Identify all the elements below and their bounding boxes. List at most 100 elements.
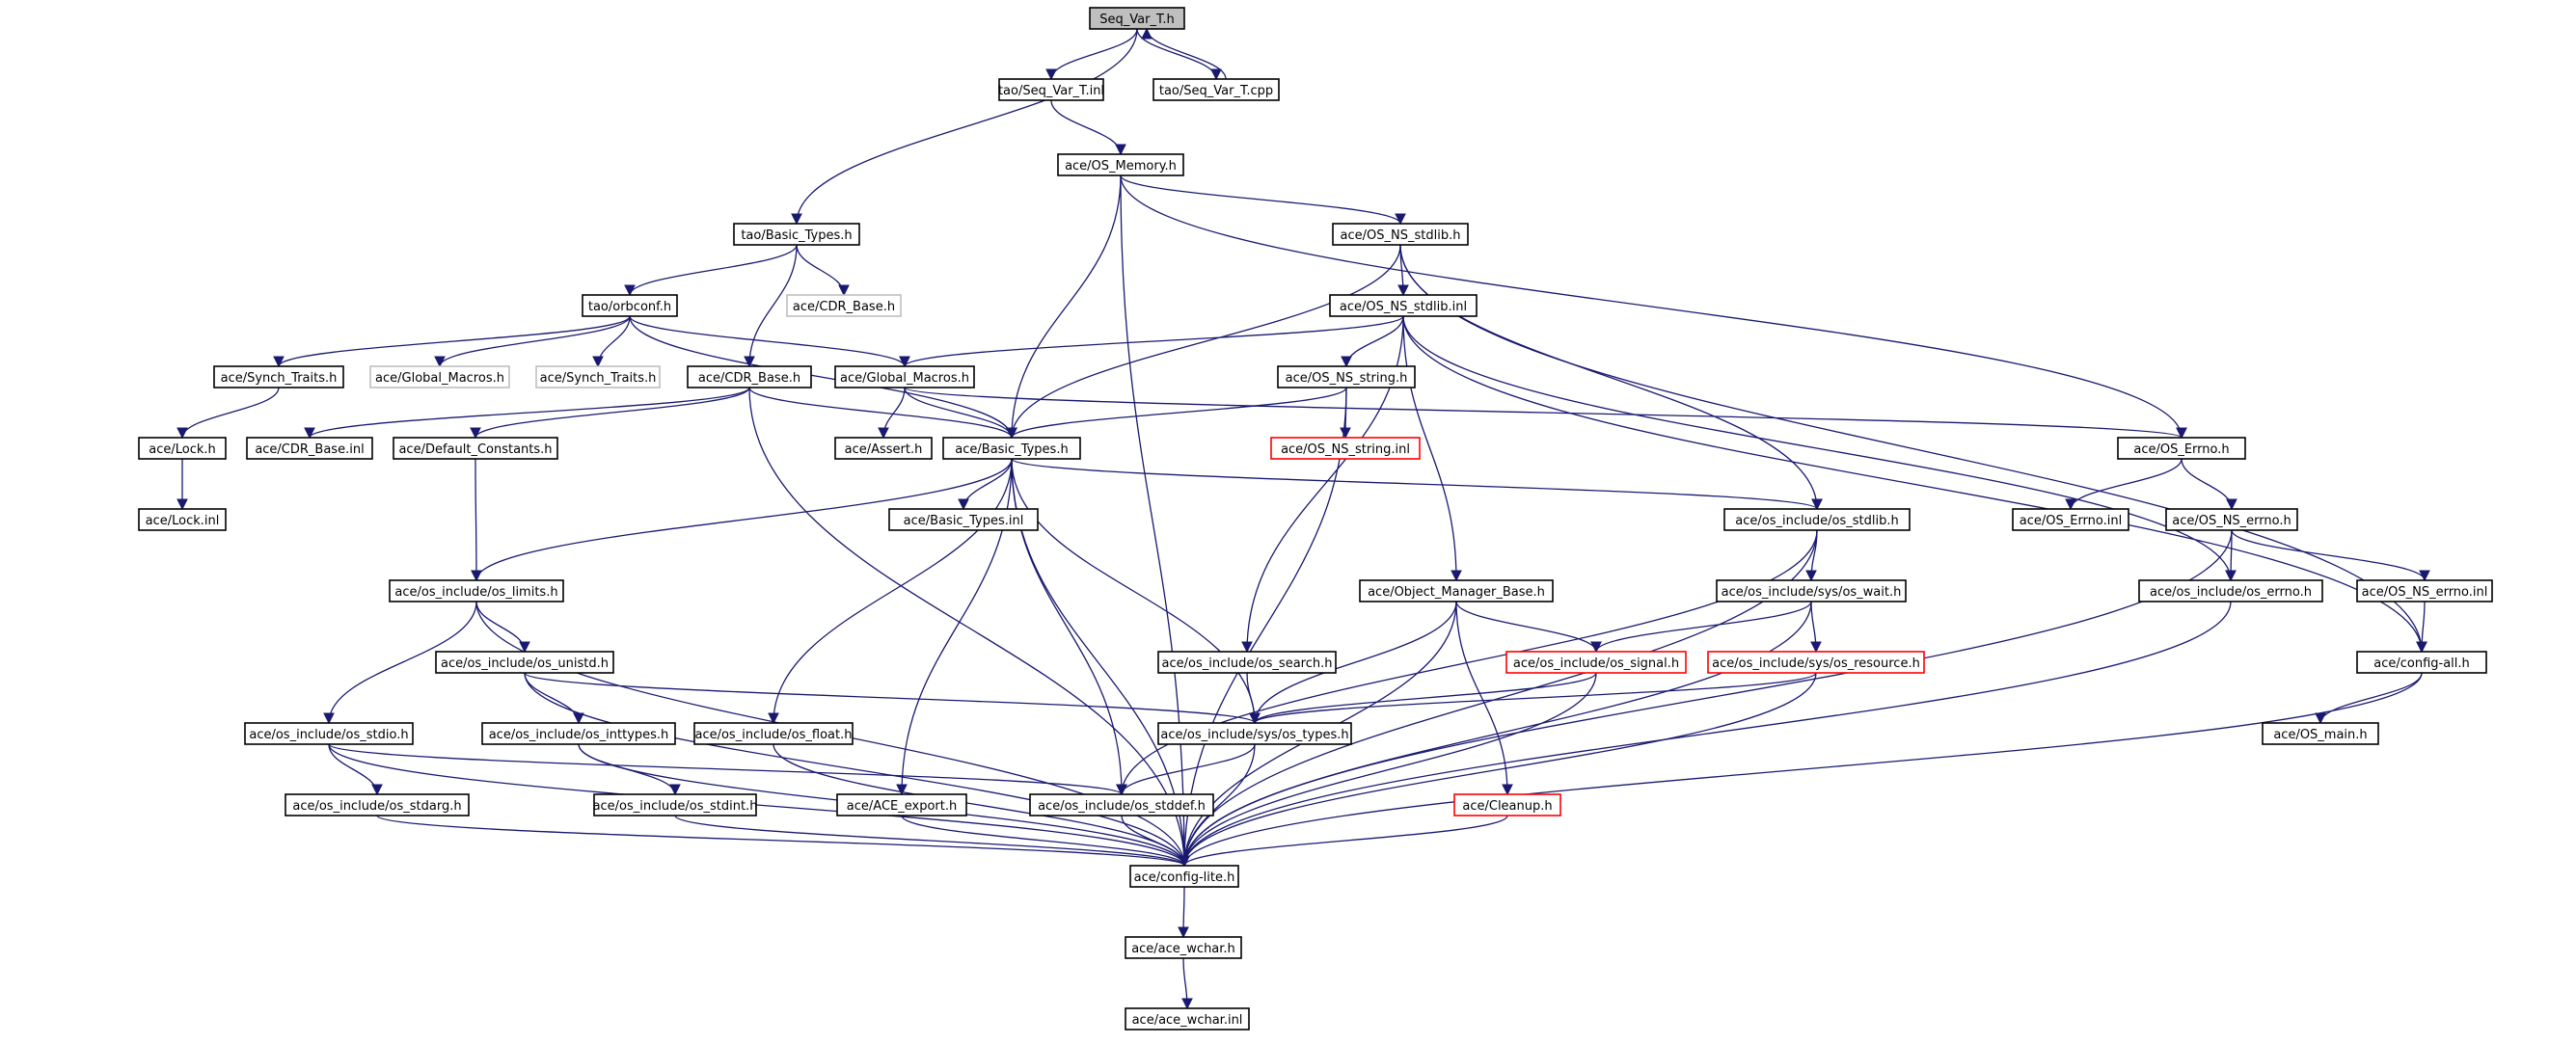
node-label: ace/os_include/os_stdio.h bbox=[249, 728, 408, 742]
node-label: tao/orbconf.h bbox=[588, 300, 671, 314]
node-box bbox=[1723, 508, 1911, 531]
node-ace-os-include-os-float-h[interactable]: ace/os_include/os_float.h bbox=[693, 722, 854, 745]
node-ace-os-include-os-signal-h[interactable]: ace/os_include/os_signal.h bbox=[1505, 651, 1687, 674]
node-ace-os-errno-h[interactable]: ace/OS_Errno.h bbox=[2117, 437, 2246, 460]
node-ace-os-include-os-inttypes-h[interactable]: ace/os_include/os_inttypes.h bbox=[481, 722, 676, 745]
node-ace-object-manager-base-h[interactable]: ace/Object_Manager_Base.h bbox=[1359, 579, 1554, 602]
edge-n19-n23 bbox=[958, 458, 1013, 511]
edge-n14-n19 bbox=[1006, 387, 1347, 440]
node-box bbox=[1332, 223, 1469, 246]
edge-n9-n15 bbox=[176, 387, 280, 440]
node-ace-default-constants-h[interactable]: ace/Default_Constants.h bbox=[393, 437, 558, 460]
node-ace-os-include-sys-os-types-h[interactable]: ace/os_include/sys/os_types.h bbox=[1157, 722, 1352, 745]
node-box bbox=[2117, 437, 2246, 460]
node-ace-os-errno-inl[interactable]: ace/OS_Errno.inl bbox=[2012, 508, 2129, 531]
node-box bbox=[998, 78, 1104, 101]
node-label: ace/os_include/sys/os_wait.h bbox=[1722, 585, 1902, 600]
node-ace-global-macros-h[interactable]: ace/Global_Macros.h bbox=[369, 365, 510, 388]
node-ace-global-macros-h[interactable]: ace/Global_Macros.h bbox=[834, 365, 975, 388]
node-ace-ace-wchar-inl[interactable]: ace/ace_wchar.inl bbox=[1125, 1007, 1250, 1031]
node-ace-os-ns-string-inl[interactable]: ace/OS_NS_string.inl bbox=[1270, 437, 1421, 460]
node-label: Seq_Var_T.h bbox=[1099, 13, 1174, 27]
node-ace-basic-types-h[interactable]: ace/Basic_Types.h bbox=[942, 437, 1081, 460]
edge-n3-n5 bbox=[1120, 174, 1406, 226]
node-ace-os-ns-string-h[interactable]: ace/OS_NS_string.h bbox=[1277, 365, 1416, 388]
node-ace-os-ns-errno-inl[interactable]: ace/OS_NS_errno.inl bbox=[2356, 579, 2493, 602]
edge-n12-n16 bbox=[304, 387, 750, 440]
node-tao-orbconf-h[interactable]: tao/orbconf.h bbox=[582, 294, 678, 317]
node-box bbox=[1125, 936, 1242, 959]
node-ace-os-include-os-stdlib-h[interactable]: ace/os_include/os_stdlib.h bbox=[1723, 508, 1911, 531]
node-box bbox=[1359, 579, 1554, 602]
node-label: ace/os_include/sys/os_resource.h bbox=[1712, 656, 1920, 671]
edge-n32-n40 bbox=[524, 672, 1261, 725]
node-box bbox=[1152, 78, 1280, 101]
node-box bbox=[1029, 793, 1214, 816]
edge-n19-n24 bbox=[1011, 458, 1823, 511]
node-ace-ace-export-h[interactable]: ace/ACE_export.h bbox=[836, 793, 967, 816]
node-ace-os-include-os-stddef-h[interactable]: ace/os_include/os_stddef.h bbox=[1029, 793, 1214, 816]
node-box bbox=[213, 365, 344, 388]
node-ace-os-ns-errno-h[interactable]: ace/OS_NS_errno.h bbox=[2165, 508, 2298, 531]
node-label: ace/CDR_Base.h bbox=[793, 300, 895, 314]
node-ace-config-lite-h[interactable]: ace/config-lite.h bbox=[1129, 865, 1239, 888]
node-ace-os-ns-stdlib-h[interactable]: ace/OS_NS_stdlib.h bbox=[1332, 223, 1469, 246]
edge-n42-n47 bbox=[376, 815, 1190, 868]
edge-n28-n46 bbox=[1455, 601, 1513, 796]
node-ace-os-include-os-stdarg-h[interactable]: ace/os_include/os_stdarg.h bbox=[285, 793, 470, 816]
node-ace-config-all-h[interactable]: ace/config-all.h bbox=[2356, 651, 2487, 674]
edge-n36-n41 bbox=[2315, 672, 2423, 725]
node-ace-os-include-os-errno-h[interactable]: ace/os_include/os_errno.h bbox=[2138, 579, 2323, 602]
edge-n19-n27 bbox=[471, 458, 1013, 582]
edge-n35-n40 bbox=[1249, 672, 1817, 725]
node-ace-os-ns-stdlib-inl[interactable]: ace/OS_NS_stdlib.inl bbox=[1329, 294, 1478, 317]
node-label: ace/os_include/os_stddef.h bbox=[1038, 799, 1206, 814]
node-ace-os-include-sys-os-wait-h[interactable]: ace/os_include/sys/os_wait.h bbox=[1716, 579, 1907, 602]
node-ace-os-memory-h[interactable]: ace/OS_Memory.h bbox=[1057, 153, 1184, 176]
node-tao-seq-var-t-inl[interactable]: tao/Seq_Var_T.inl bbox=[998, 78, 1104, 101]
node-ace-cdr-base-h[interactable]: ace/CDR_Base.h bbox=[786, 294, 902, 317]
node-box bbox=[1707, 651, 1925, 674]
node-ace-cdr-base-inl[interactable]: ace/CDR_Base.inl bbox=[246, 437, 373, 460]
edge-n6-n19 bbox=[629, 315, 1017, 440]
node-ace-os-include-os-limits-h[interactable]: ace/os_include/os_limits.h bbox=[389, 579, 564, 602]
node-ace-lock-inl[interactable]: ace/Lock.inl bbox=[138, 508, 227, 531]
edge-n4-n12 bbox=[744, 244, 798, 368]
node-ace-os-include-os-search-h[interactable]: ace/os_include/os_search.h bbox=[1157, 651, 1337, 674]
node-box bbox=[2262, 722, 2379, 745]
node-ace-os-main-h[interactable]: ace/OS_main.h bbox=[2262, 722, 2379, 745]
node-ace-cleanup-h[interactable]: ace/Cleanup.h bbox=[1453, 793, 1561, 816]
node-label: ace/CDR_Base.inl bbox=[255, 442, 364, 457]
node-ace-assert-h[interactable]: ace/Assert.h bbox=[834, 437, 933, 460]
node-tao-basic-types-h[interactable]: tao/Basic_Types.h bbox=[733, 223, 860, 246]
node-ace-cdr-base-h[interactable]: ace/CDR_Base.h bbox=[687, 365, 812, 388]
node-tao-seq-var-t-cpp[interactable]: tao/Seq_Var_T.cpp bbox=[1152, 78, 1280, 101]
node-box bbox=[1329, 294, 1478, 317]
node-label: ace/config-all.h bbox=[2373, 656, 2470, 671]
node-ace-os-include-os-stdio-h[interactable]: ace/os_include/os_stdio.h bbox=[244, 722, 414, 745]
graph-edges bbox=[176, 27, 2430, 1010]
edge-n8-n30 bbox=[1402, 315, 2237, 582]
node-ace-basic-types-inl[interactable]: ace/Basic_Types.inl bbox=[888, 508, 1039, 531]
node-seq-var-t-h: Seq_Var_T.h bbox=[1089, 7, 1185, 30]
node-ace-synch-traits-h[interactable]: ace/Synch_Traits.h bbox=[535, 365, 661, 388]
node-box bbox=[1157, 722, 1352, 745]
edge-n44-n47 bbox=[901, 815, 1190, 868]
edge-n6-n11 bbox=[592, 315, 631, 368]
node-ace-os-include-sys-os-resource-h[interactable]: ace/os_include/sys/os_resource.h bbox=[1707, 651, 1925, 674]
edge-n26-n47 bbox=[1179, 529, 2233, 868]
edge-n6-n13 bbox=[629, 315, 910, 368]
node-ace-os-include-os-unistd-h[interactable]: ace/os_include/os_unistd.h bbox=[435, 651, 614, 674]
node-ace-os-include-os-stdint-h[interactable]: ace/os_include/os_stdint.h bbox=[593, 793, 758, 816]
node-box bbox=[834, 437, 933, 460]
node-box bbox=[836, 793, 967, 816]
edge-n29-n35 bbox=[1810, 601, 1822, 654]
node-box bbox=[2356, 579, 2493, 602]
node-label: ace/OS_NS_string.inl bbox=[1281, 442, 1410, 457]
node-ace-ace-wchar-h[interactable]: ace/ace_wchar.h bbox=[1125, 936, 1242, 959]
edge-n36-n47 bbox=[1179, 672, 2423, 868]
node-ace-synch-traits-h[interactable]: ace/Synch_Traits.h bbox=[213, 365, 344, 388]
edge-n6-n10 bbox=[434, 315, 631, 368]
node-ace-lock-h[interactable]: ace/Lock.h bbox=[138, 437, 227, 460]
node-box bbox=[246, 437, 373, 460]
